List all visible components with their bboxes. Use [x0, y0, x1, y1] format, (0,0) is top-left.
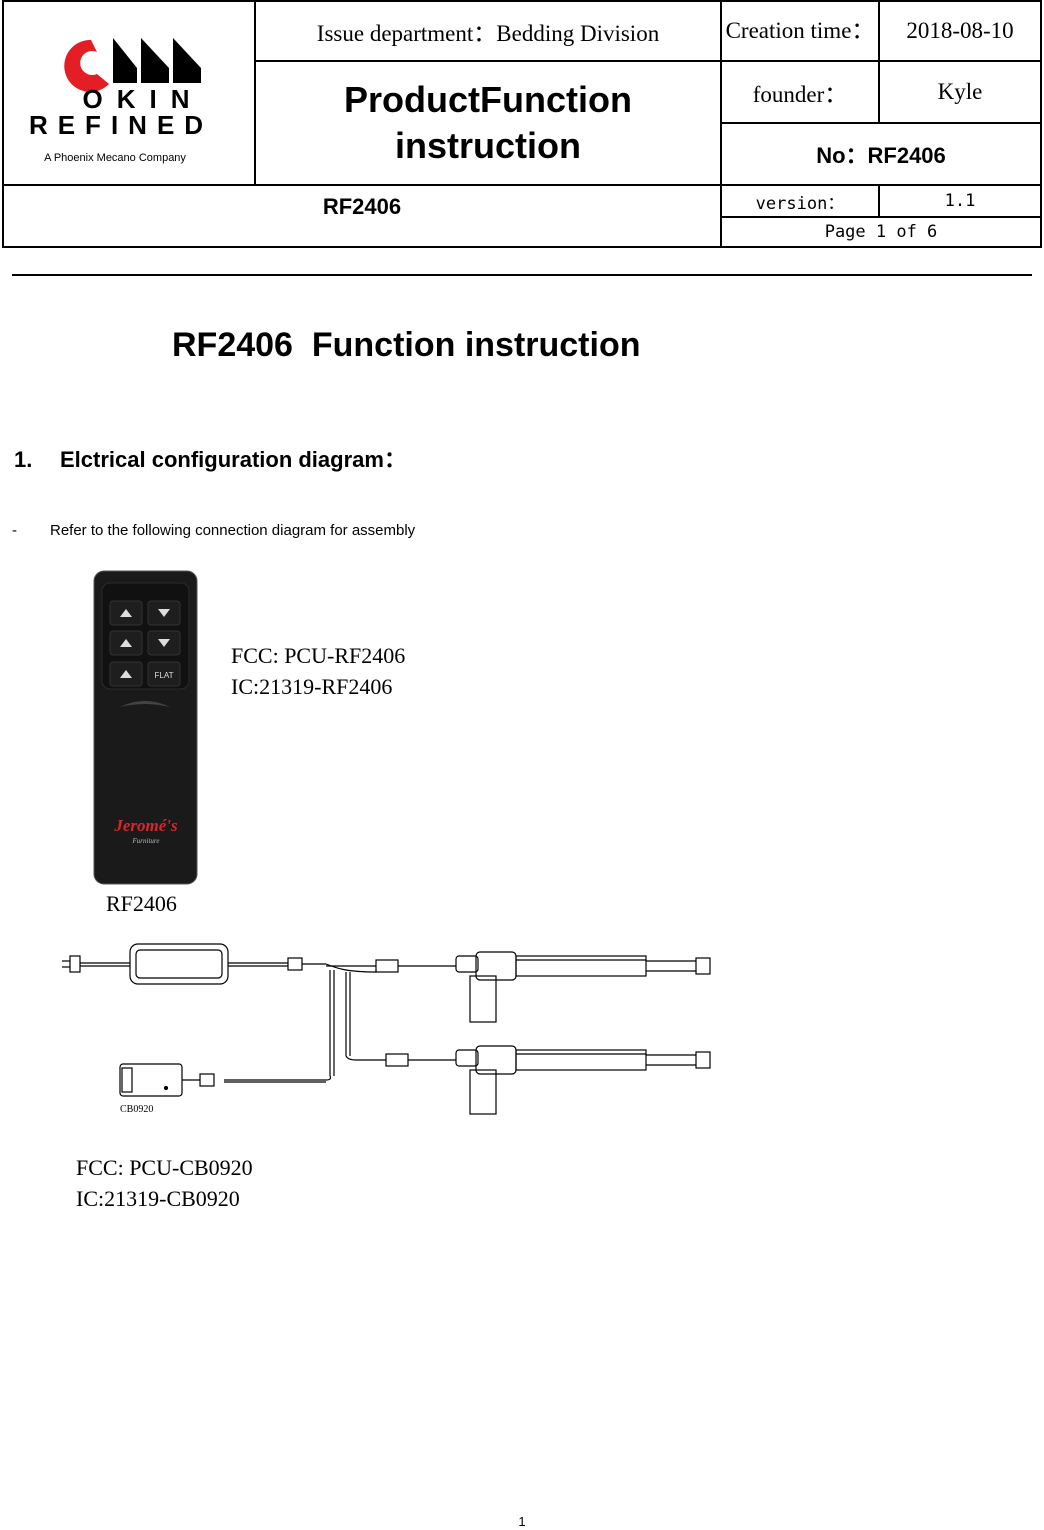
logo-refined-text: REFINED — [29, 110, 213, 140]
creation-time-value: 2018-08-10 — [878, 0, 1042, 62]
remote-brand-sub: Furniture — [132, 837, 160, 845]
bullet-text: Refer to the following connection diagra… — [50, 522, 416, 539]
company-logo: OKIN REFINED A Phoenix Mecano Company — [2, 0, 256, 186]
header-divider — [12, 274, 1032, 276]
remote-button-flat: FLAT — [147, 661, 181, 687]
remote-button-foot-down — [147, 630, 181, 656]
section-heading: 1. Elctrical configuration diagram： — [14, 442, 406, 474]
header-title-line2: instruction — [395, 125, 581, 166]
connector-4 — [199, 1073, 215, 1087]
actuator-lower — [455, 1045, 711, 1115]
issue-department: Issue department：Bedding Division — [254, 0, 722, 62]
remote-ic-id: IC:21319-RF2406 — [231, 674, 393, 699]
bullet-dash: - — [12, 522, 17, 539]
receiver-label: CB0920 — [120, 1104, 153, 1115]
remote-brand-logo: Jeromé's — [113, 816, 178, 835]
receiver-fcc-block: FCC: PCU-CB0920 IC:21319-CB0920 — [76, 1152, 253, 1214]
section-title: Elctrical configuration diagram： — [60, 447, 406, 472]
connector-2 — [375, 959, 399, 973]
founder-label: founder： — [720, 60, 880, 124]
document-title: RF2406 Function instruction — [172, 326, 641, 364]
remote-grip-ridge — [120, 701, 170, 707]
section-number: 1. — [14, 447, 33, 472]
page-number: 1 — [518, 1514, 526, 1529]
remote-button-zero-g — [109, 661, 143, 687]
logo-black-mark-2 — [141, 38, 169, 83]
connector-3 — [385, 1053, 409, 1067]
receiver-box — [119, 1063, 183, 1097]
version-label: version： — [720, 184, 880, 218]
bullet-item: - Refer to the following connection diagr… — [12, 522, 415, 539]
power-supply — [129, 943, 229, 985]
logo-okin-text: OKIN — [83, 84, 204, 114]
connector-1 — [287, 957, 303, 971]
flat-button-label: FLAT — [155, 671, 174, 680]
remote-button-head-up — [109, 600, 143, 626]
receiver-fcc-id: FCC: PCU-CB0920 — [76, 1155, 253, 1180]
logo-black-mark-1 — [113, 38, 137, 83]
creation-time-label: Creation time： — [720, 0, 880, 62]
power-plug — [62, 955, 81, 973]
receiver-ic-id: IC:21319-CB0920 — [76, 1186, 240, 1211]
model-name: RF2406 — [2, 184, 722, 248]
actuator-upper — [455, 951, 711, 1023]
page-info: Page 1 of 6 — [720, 216, 1042, 248]
version-value: 1.1 — [878, 184, 1042, 218]
remote-fcc-block: FCC: PCU-RF2406 IC:21319-RF2406 — [231, 640, 405, 702]
header-title-line1: ProductFunction — [344, 79, 632, 120]
remote-button-foot-up — [109, 630, 143, 656]
remote-button-head-down — [147, 600, 181, 626]
remote-fcc-id: FCC: PCU-RF2406 — [231, 643, 406, 668]
header-title: ProductFunction instruction — [254, 60, 722, 186]
remote-caption: RF2406 — [106, 891, 177, 916]
logo-black-mark-3 — [173, 38, 201, 83]
document-number: No：RF2406 — [720, 122, 1042, 186]
logo-tagline: A Phoenix Mecano Company — [44, 152, 186, 164]
founder-value: Kyle — [878, 60, 1042, 124]
document-header: OKIN REFINED A Phoenix Mecano Company Is… — [2, 0, 1042, 248]
logo-red-mark — [64, 39, 109, 92]
connection-diagram: CB0920 — [62, 943, 711, 1115]
remote-control-image: FLAT Jeromé's Furniture — [90, 569, 201, 886]
okin-logo-graphic: OKIN REFINED A Phoenix Mecano Company — [29, 38, 213, 164]
